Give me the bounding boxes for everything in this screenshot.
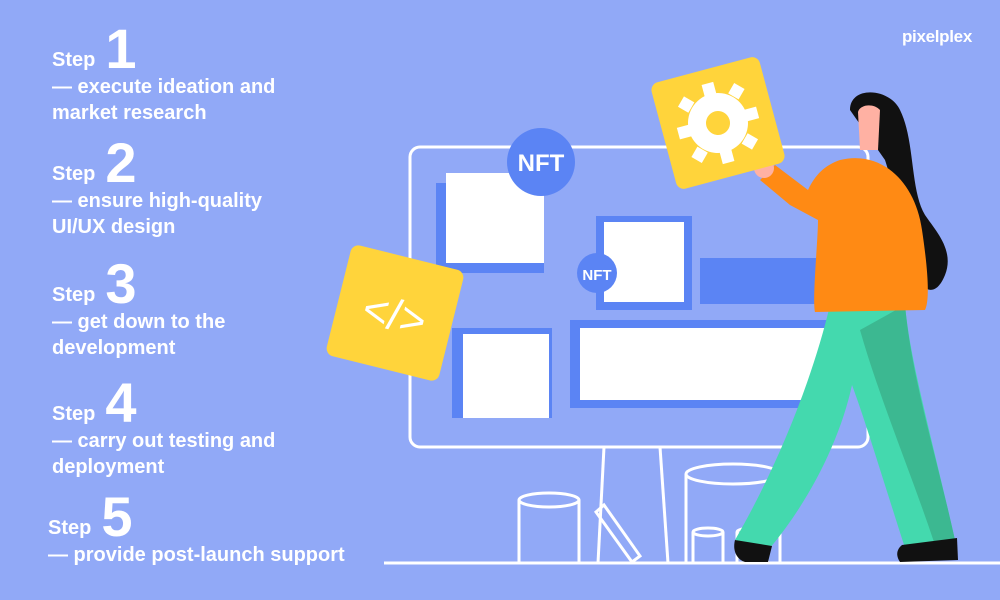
step-description-line2: UI/UX design	[52, 216, 176, 238]
step-4: Step 4 — carry out testing and deploymen…	[52, 371, 276, 480]
step-word: Step	[52, 163, 96, 185]
step-description-line1: — get down to the	[52, 311, 226, 333]
step-word: Step	[52, 284, 96, 306]
monitor	[408, 145, 870, 564]
nft-badge-large-text: NFT	[518, 150, 565, 177]
code-card: </>	[326, 245, 464, 381]
step-description-line2: deployment	[52, 456, 165, 478]
step-number: 5	[101, 485, 133, 548]
step-description-line1: — provide post-launch support	[48, 544, 345, 566]
step-word: Step	[52, 49, 96, 71]
step-number: 3	[105, 252, 137, 315]
step-5: Step 5 — provide post-launch support	[48, 485, 345, 568]
nft-badge-small-text: NFT	[582, 267, 611, 284]
step-description-line1: — execute ideation and	[52, 76, 276, 98]
person	[734, 92, 958, 562]
step-word: Step	[48, 517, 92, 539]
step-number: 1	[105, 17, 137, 80]
step-word: Step	[52, 403, 96, 425]
brand-logo: pixelplex	[901, 27, 972, 46]
step-2: Step 2 — ensure high-quality UI/UX desig…	[52, 131, 263, 240]
step-description-line2: development	[52, 337, 176, 359]
step-number: 4	[105, 371, 137, 434]
gear-card	[651, 57, 785, 189]
nft-badge-small: NFT	[577, 253, 617, 293]
step-description-line1: — ensure high-quality	[52, 190, 263, 212]
step-1: Step 1 — execute ideation and market res…	[52, 17, 276, 126]
step-description-line2: market research	[52, 102, 207, 124]
step-3: Step 3 — get down to the development	[52, 252, 226, 361]
step-number: 2	[105, 131, 137, 194]
gear-icon	[676, 81, 760, 165]
step-description-line1: — carry out testing and	[52, 430, 276, 452]
nft-badge-large: NFT	[507, 128, 575, 196]
